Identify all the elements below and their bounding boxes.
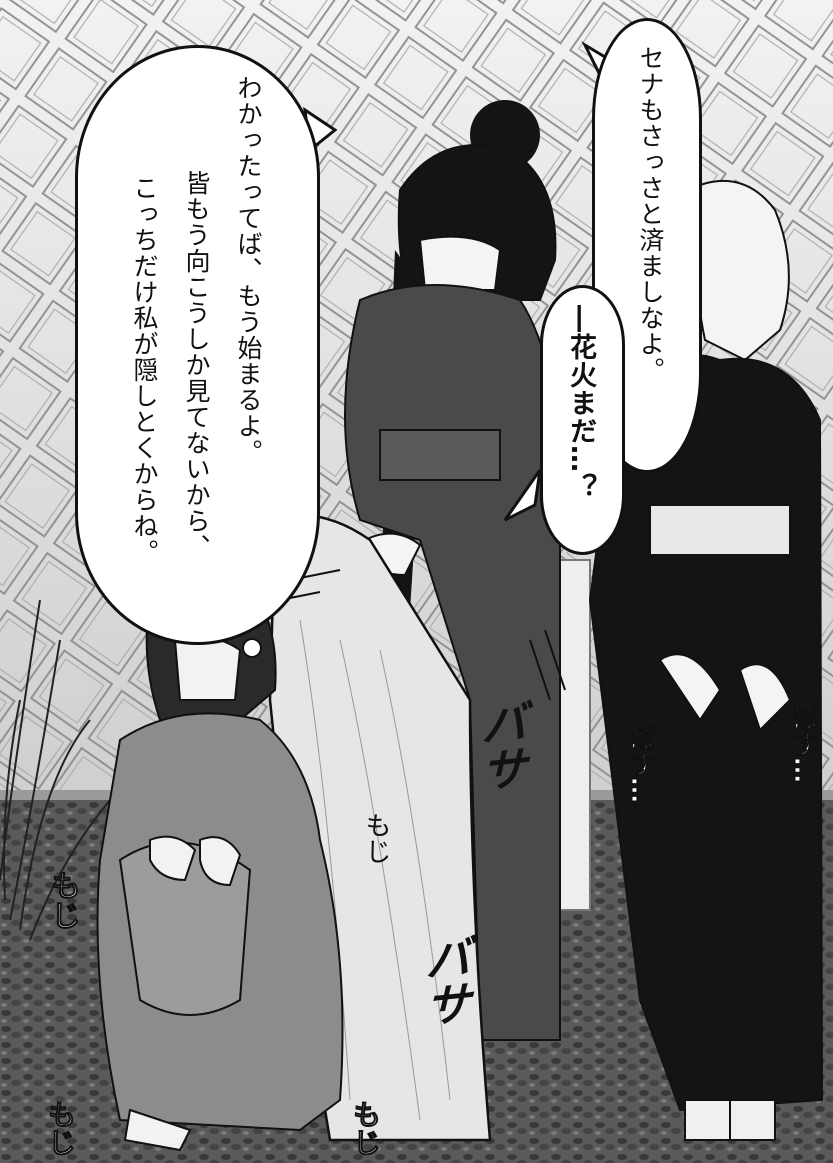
- sfx-mogi-bottom-left: もじ: [44, 1100, 78, 1157]
- dialogue-left-line3: こっちだけ私が隠しとくからね。: [130, 175, 159, 565]
- sfx-pasu-left: ぽす…: [625, 725, 656, 804]
- grass-tuft: [0, 599, 111, 941]
- dialogue-fireworks-line: ―花火まだ…？: [565, 305, 596, 501]
- character-center-standing: [344, 100, 561, 1041]
- speech-bubble-right-lower: [540, 285, 625, 555]
- sfx-flap-lower: バサ: [418, 932, 472, 1030]
- sfx-mogi-center: もじ: [361, 812, 391, 864]
- sfx-mogi-bottom-center: もじ: [349, 1100, 383, 1157]
- sfx-flap-upper: バサ: [474, 697, 528, 795]
- character-crouching: [96, 572, 344, 1152]
- dialogue-left-line1: わかったってば、もう始まるよ。: [234, 75, 263, 465]
- sfx-mogi-left: もじ: [45, 870, 81, 931]
- dialogue-sena-line: セナもさっさと済ましなよ。: [636, 45, 665, 383]
- bubble-tail-right-lower: [503, 469, 542, 522]
- building-edge: [559, 559, 591, 911]
- speech-bubble-left: [75, 45, 320, 645]
- dialogue-left-line2: 皆もう向こうしか見てないから、: [182, 170, 211, 560]
- sfx-pasu-right: ぽす…: [788, 705, 819, 784]
